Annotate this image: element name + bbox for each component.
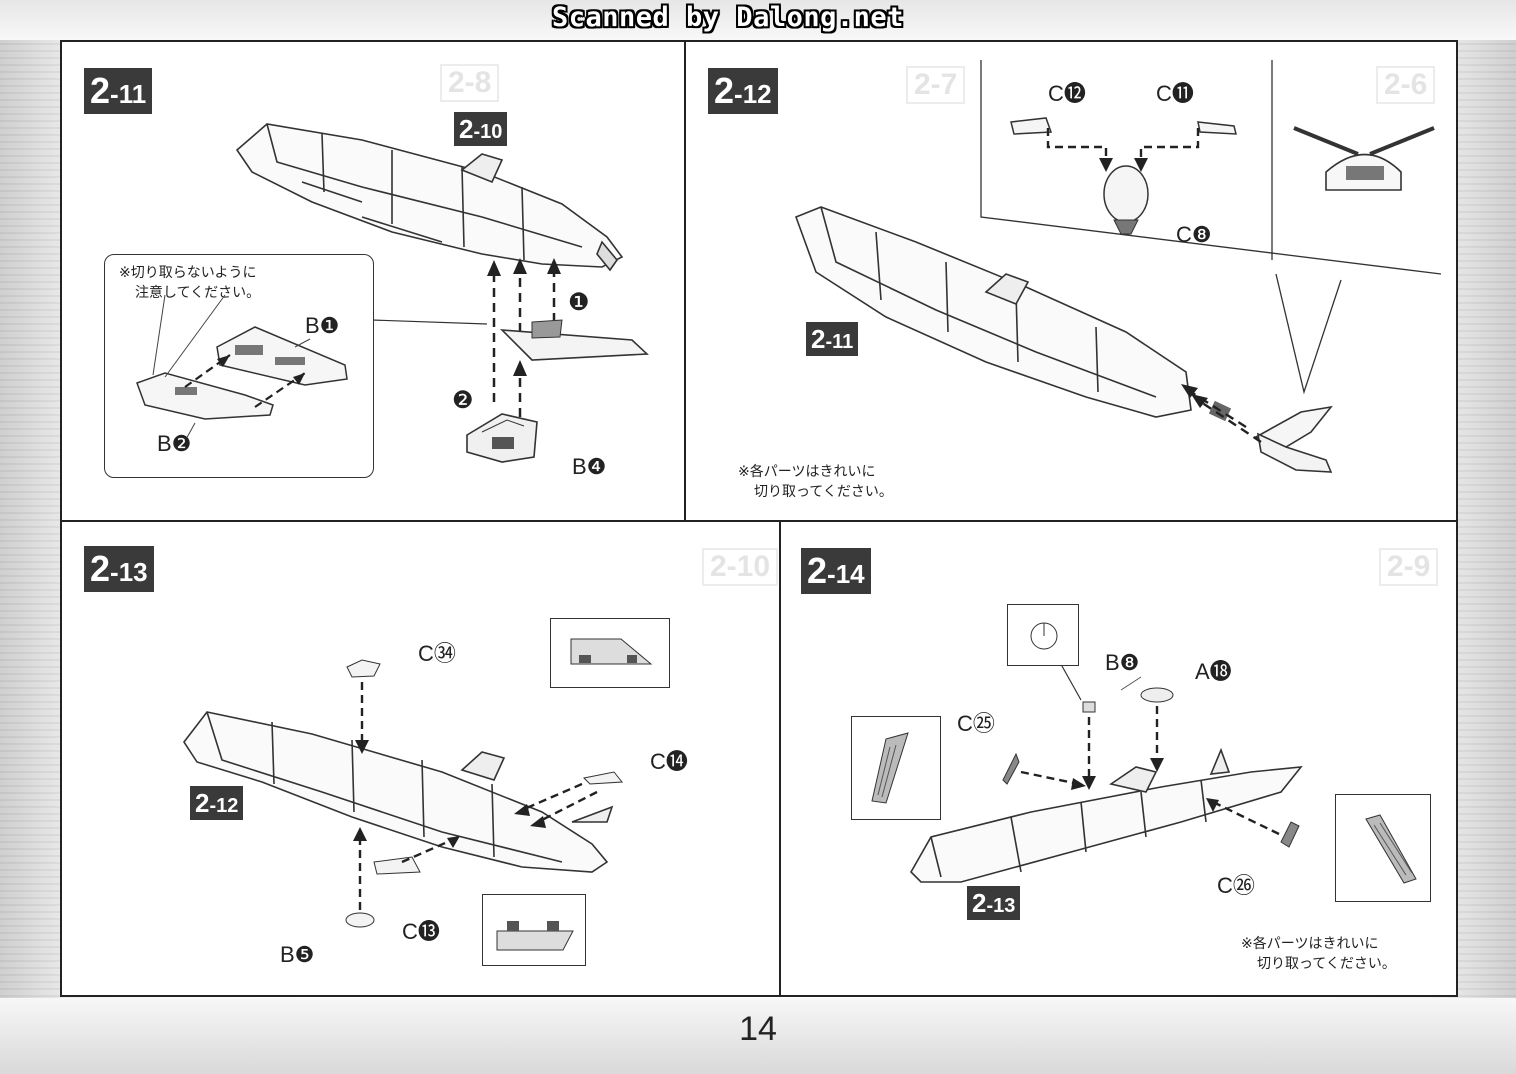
label-c12: C⓬ [1048, 81, 1086, 106]
label-c25: C㉕ [957, 711, 995, 736]
ref-step-badge: 2-12 [190, 786, 244, 820]
bottom-band [0, 998, 1516, 1074]
label-b8: B❽ [1105, 650, 1140, 675]
label-c34: C㉞ [418, 641, 456, 666]
instruction-frame: 2-8 2-11 2-10 [60, 40, 1458, 997]
panel-step-2-14: 2-9 2-14 2-13 [781, 522, 1458, 997]
label-c8: C❽ [1176, 222, 1212, 247]
divider-horizontal [62, 520, 1456, 522]
panel-step-2-12: 2-7 2-6 2-12 2-11 [686, 42, 1458, 520]
label-marker-1: ❶ [568, 289, 590, 316]
detail-part-c14 [570, 638, 653, 665]
cleanup-note-line2: 切り取ってください。 [1257, 956, 1396, 972]
page-number: 14 [739, 1010, 777, 1048]
step-badge: 2-12 [708, 68, 778, 114]
label-c14: C⓮ [650, 749, 688, 774]
ghost-step-2-7: 2-7 [906, 66, 966, 104]
panel-step-2-13: 2-10 2-13 2-12 [62, 522, 779, 997]
panel-step-2-11: 2-8 2-11 2-10 [62, 42, 684, 520]
caution-note-line1: ※切り取らないように [119, 265, 257, 281]
right-edge-shading [1456, 0, 1516, 1074]
ref-step-badge: 2-13 [967, 886, 1021, 920]
label-marker-2: ❷ [452, 387, 474, 414]
divider-bottom [779, 520, 781, 995]
top-band [0, 0, 1516, 40]
detail-part-c26 [1365, 814, 1417, 884]
label-c26: C㉖ [1217, 873, 1255, 898]
ref-step-badge: 2-10 [454, 112, 508, 146]
label-c13: C⓭ [402, 919, 440, 944]
ship-illustration [183, 659, 623, 928]
detail-inset-b8 [1007, 604, 1079, 666]
label-b1: B❶ [305, 313, 340, 338]
detail-part-b8 [1030, 622, 1058, 650]
left-edge-shading [0, 0, 60, 1074]
cleanup-note-line1: ※各パーツはきれいに [738, 464, 876, 480]
caution-note-line2: 注意してください。 [135, 285, 261, 301]
label-a18: A⓲ [1195, 659, 1232, 684]
ghost-step-2-10: 2-10 [702, 548, 779, 586]
detail-part-c13 [496, 921, 574, 951]
detail-inset-c26 [1335, 794, 1431, 902]
step-badge: 2-13 [84, 546, 154, 592]
step-badge: 2-14 [801, 548, 871, 594]
ghost-step-2-6: 2-6 [1376, 66, 1436, 104]
ship-illustration [794, 60, 1442, 473]
label-b2: B❷ [157, 431, 192, 456]
cleanup-note-line1: ※各パーツはきれいに [1241, 936, 1379, 952]
detail-inset-c14 [550, 618, 670, 688]
divider-top [684, 42, 686, 520]
scan-watermark: Scanned by Dalong.net [552, 2, 904, 33]
cleanup-note-line2: 切り取ってください。 [754, 484, 893, 500]
ghost-step-2-9: 2-9 [1379, 548, 1439, 586]
detail-inset-c13 [482, 894, 586, 966]
inset-parts-illustration [136, 294, 348, 442]
ship-illustration [910, 649, 1303, 883]
ghost-step-2-8: 2-8 [440, 64, 500, 102]
inset-box-b-parts: ※切り取らないように 注意してください。 B [104, 254, 374, 478]
label-c11: C⓫ [1156, 81, 1194, 106]
detail-inset-c25 [851, 716, 941, 820]
ref-step-badge: 2-11 [806, 322, 859, 356]
step-badge: 2-11 [84, 68, 153, 114]
detail-part-c25 [871, 732, 909, 804]
label-b4: B❹ [572, 454, 607, 479]
label-b5: B❺ [280, 942, 315, 967]
ship-illustration [235, 123, 649, 463]
